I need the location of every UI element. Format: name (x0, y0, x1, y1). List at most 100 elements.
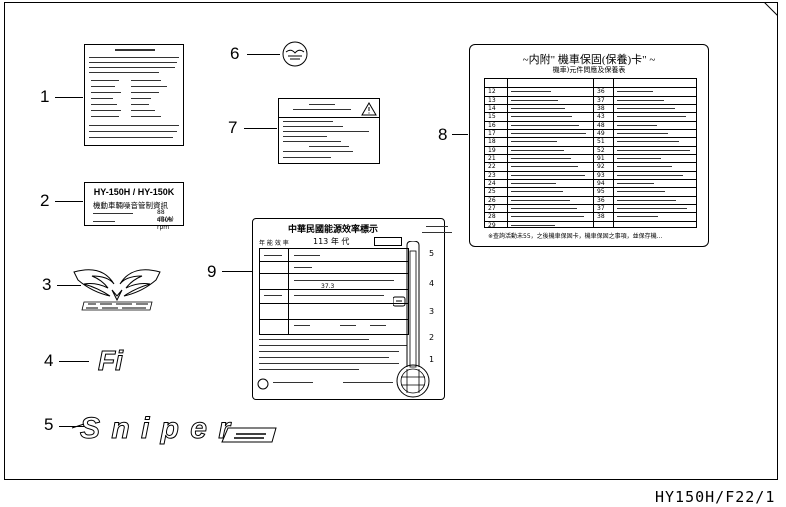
label-8-right-number: 36 (597, 196, 605, 204)
label-1-heading-line (115, 49, 155, 51)
label-8-item-text (617, 133, 668, 134)
label-9-grid-text (264, 295, 282, 296)
scale-number-2: 2 (429, 333, 435, 342)
label-8-column-divider (593, 79, 594, 227)
label-9-grid-text (370, 325, 386, 326)
label-1-text-line (89, 137, 173, 138)
label-8-item-text (617, 108, 675, 109)
label-8-left-number: 28 (488, 213, 496, 221)
label-9-grid-text (294, 295, 384, 296)
label-7-text-line (309, 146, 349, 147)
label-9-grid-divider (260, 319, 408, 320)
label-8-right-number: 48 (597, 121, 605, 129)
label-8-item-text (511, 116, 572, 118)
label-8-subtitle: 機車)元件問應及保養表 (552, 66, 626, 74)
frame-corner-mark (763, 2, 778, 17)
callout-6: 6 (230, 44, 240, 63)
label-8-right-number: 95 (597, 188, 605, 196)
label-2-row-label (93, 213, 133, 214)
label-1-text-line (131, 92, 159, 93)
callout-8: 8 (438, 125, 448, 144)
winged-emblem-logo (73, 269, 161, 311)
efficiency-thermometer-icon (393, 241, 430, 398)
label-9-note-line (259, 369, 359, 370)
label-8-left-number: 23 (488, 171, 496, 179)
label-9-note-line (259, 339, 369, 340)
label-8-item-text (617, 99, 664, 101)
label-8-left-number: 26 (488, 196, 496, 204)
callout-1: 1 (40, 87, 50, 106)
label-8-row-divider (485, 120, 696, 122)
label-1-info-sticker (84, 44, 184, 146)
label-7-text-line (283, 157, 331, 158)
label-7-text-line (283, 121, 333, 122)
label-8-item-text (511, 199, 570, 201)
leader-1 (55, 97, 83, 98)
label-1-text-line (89, 62, 177, 63)
label-8-left-number: 22 (488, 163, 496, 171)
leader-3 (57, 285, 81, 286)
label-1-text-line (131, 116, 161, 117)
label-8-item-text (511, 166, 578, 168)
drawing-frame (4, 2, 778, 480)
fi-logo-text: Fi (98, 345, 124, 375)
label-8-row-divider (485, 104, 696, 105)
label-9-note-line (259, 345, 407, 346)
callout-7: 7 (228, 118, 238, 137)
label-8-row-divider (485, 154, 696, 155)
label-8-row-divider (485, 162, 696, 164)
label-8-item-text (617, 183, 654, 184)
label-9-grid-text (264, 255, 282, 256)
label-8-right-number: 94 (597, 180, 605, 187)
label-8-right-number: 49 (597, 130, 605, 137)
label-8-row-divider (485, 212, 696, 214)
label-8-item-text (617, 174, 683, 176)
label-1-text-line (91, 98, 113, 99)
label-8-left-number: 21 (488, 155, 496, 162)
callout-3: 3 (42, 275, 52, 294)
label-9-year-label: 年 能 效 率 (259, 240, 289, 247)
label-8-item-text (617, 208, 687, 209)
label-1-text-line (91, 86, 115, 87)
label-8-row-divider (485, 145, 696, 147)
label-8-right-number: 36 (597, 88, 605, 96)
label-8-left-number: 17 (488, 130, 496, 137)
label-8-item-text (511, 224, 555, 226)
label-9-note-line (259, 357, 389, 358)
label-8-note: ※查詢活動未55，之後機車保固卡，機車保固之事項，並保存機... (488, 233, 663, 240)
label-9-company-box (374, 237, 402, 246)
label-8-right-number: 93 (597, 171, 605, 179)
leader-2 (55, 201, 83, 202)
label-8-item-text (617, 116, 686, 118)
label-8-item-text (617, 166, 672, 168)
label-8-right-number: 51 (597, 138, 605, 146)
label-8-item-text (617, 149, 690, 151)
fi-logo: Fi (98, 345, 125, 375)
label-8-left-number: 27 (488, 205, 496, 212)
label-1-text-line (131, 98, 151, 99)
label-7-text-line (283, 141, 341, 142)
label-8-item-text (617, 158, 661, 159)
label-2-noise-sticker: HY-150H / HY-150K 機動車輛噪音管制資訊 88 dB(A) 45… (84, 182, 184, 231)
label-8-item-text (617, 216, 658, 218)
label-8-left-number: 25 (488, 188, 496, 196)
label-8-item-text (511, 208, 577, 209)
callout-9: 9 (207, 262, 217, 281)
label-8-item-text (511, 108, 565, 109)
leader-6 (247, 54, 280, 55)
label-9-title: 中華民國能源效率標示 (287, 225, 378, 235)
sniper-logo-text: Sniper (80, 412, 232, 445)
label-8-item-text (511, 183, 556, 184)
label-8-left-number: 14 (488, 105, 496, 112)
label-2-row-label (93, 221, 115, 222)
label-8-item-text (511, 174, 585, 176)
label-2-subtitle: 機動車輛噪音管制資訊 (93, 201, 168, 210)
label-1-text-line (91, 116, 119, 117)
label-1-text-line (131, 104, 149, 105)
leader-7 (244, 128, 277, 129)
label-8-right-number: 43 (597, 113, 605, 121)
label-8-row-divider (485, 112, 696, 114)
label-7-divider (279, 117, 379, 118)
label-7-text-line (283, 151, 353, 152)
